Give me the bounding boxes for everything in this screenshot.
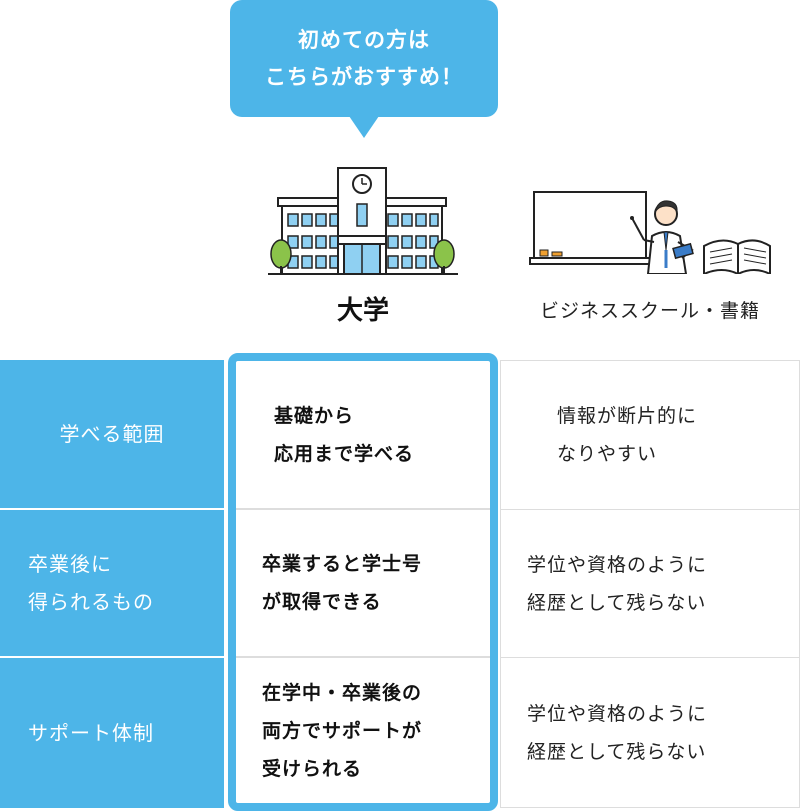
row-header-scope: 学べる範囲: [0, 360, 224, 508]
other-cell-text: 学位や資格のように 経歴として残らない: [527, 702, 708, 763]
university-cell-text: 卒業すると学士号 が取得できる: [262, 553, 423, 613]
other-cell-text: 情報が断片的に なりやすい: [557, 405, 698, 465]
row-header-label: 学べる範囲: [59, 422, 165, 446]
bubble-line-2: こちらがおすすめ！: [265, 64, 463, 89]
row-header-after-graduation: 卒業後に 得られるもの: [0, 510, 224, 656]
recommendation-bubble: 初めての方は こちらがおすすめ！: [230, 0, 498, 117]
other-cell-scope: 情報が断片的に なりやすい: [500, 360, 800, 510]
divider: [236, 656, 490, 658]
bubble-line-1: 初めての方は: [298, 27, 430, 52]
other-cell-text: 学位や資格のように 経歴として残らない: [527, 553, 708, 614]
school-building-icon: [268, 167, 458, 275]
column-label-other: ビジネススクール・書籍: [539, 300, 760, 322]
university-cell-scope: 基礎から 応用まで学べる: [236, 361, 490, 509]
row-header-label: サポート体制: [28, 721, 154, 745]
university-cell-text: 在学中・卒業後の 両方でサポートが 受けられる: [262, 682, 423, 780]
bubble-tail: [349, 116, 379, 138]
other-cell-support: 学位や資格のように 経歴として残らない: [500, 657, 800, 808]
other-cell-after-graduation: 学位や資格のように 経歴として残らない: [500, 509, 800, 658]
row-header-label: 卒業後に 得られるもの: [28, 552, 154, 614]
university-cell-support: 在学中・卒業後の 両方でサポートが 受けられる: [236, 658, 490, 804]
university-cell-text: 基礎から 応用まで学べる: [274, 405, 415, 465]
row-header-support: サポート体制: [0, 658, 224, 808]
university-highlight-frame: [228, 353, 498, 811]
divider: [236, 508, 490, 510]
teacher-whiteboard-book-icon: [529, 191, 771, 274]
column-label-university: 大学: [336, 296, 389, 326]
university-cell-after-graduation: 卒業すると学士号 が取得できる: [236, 510, 490, 656]
